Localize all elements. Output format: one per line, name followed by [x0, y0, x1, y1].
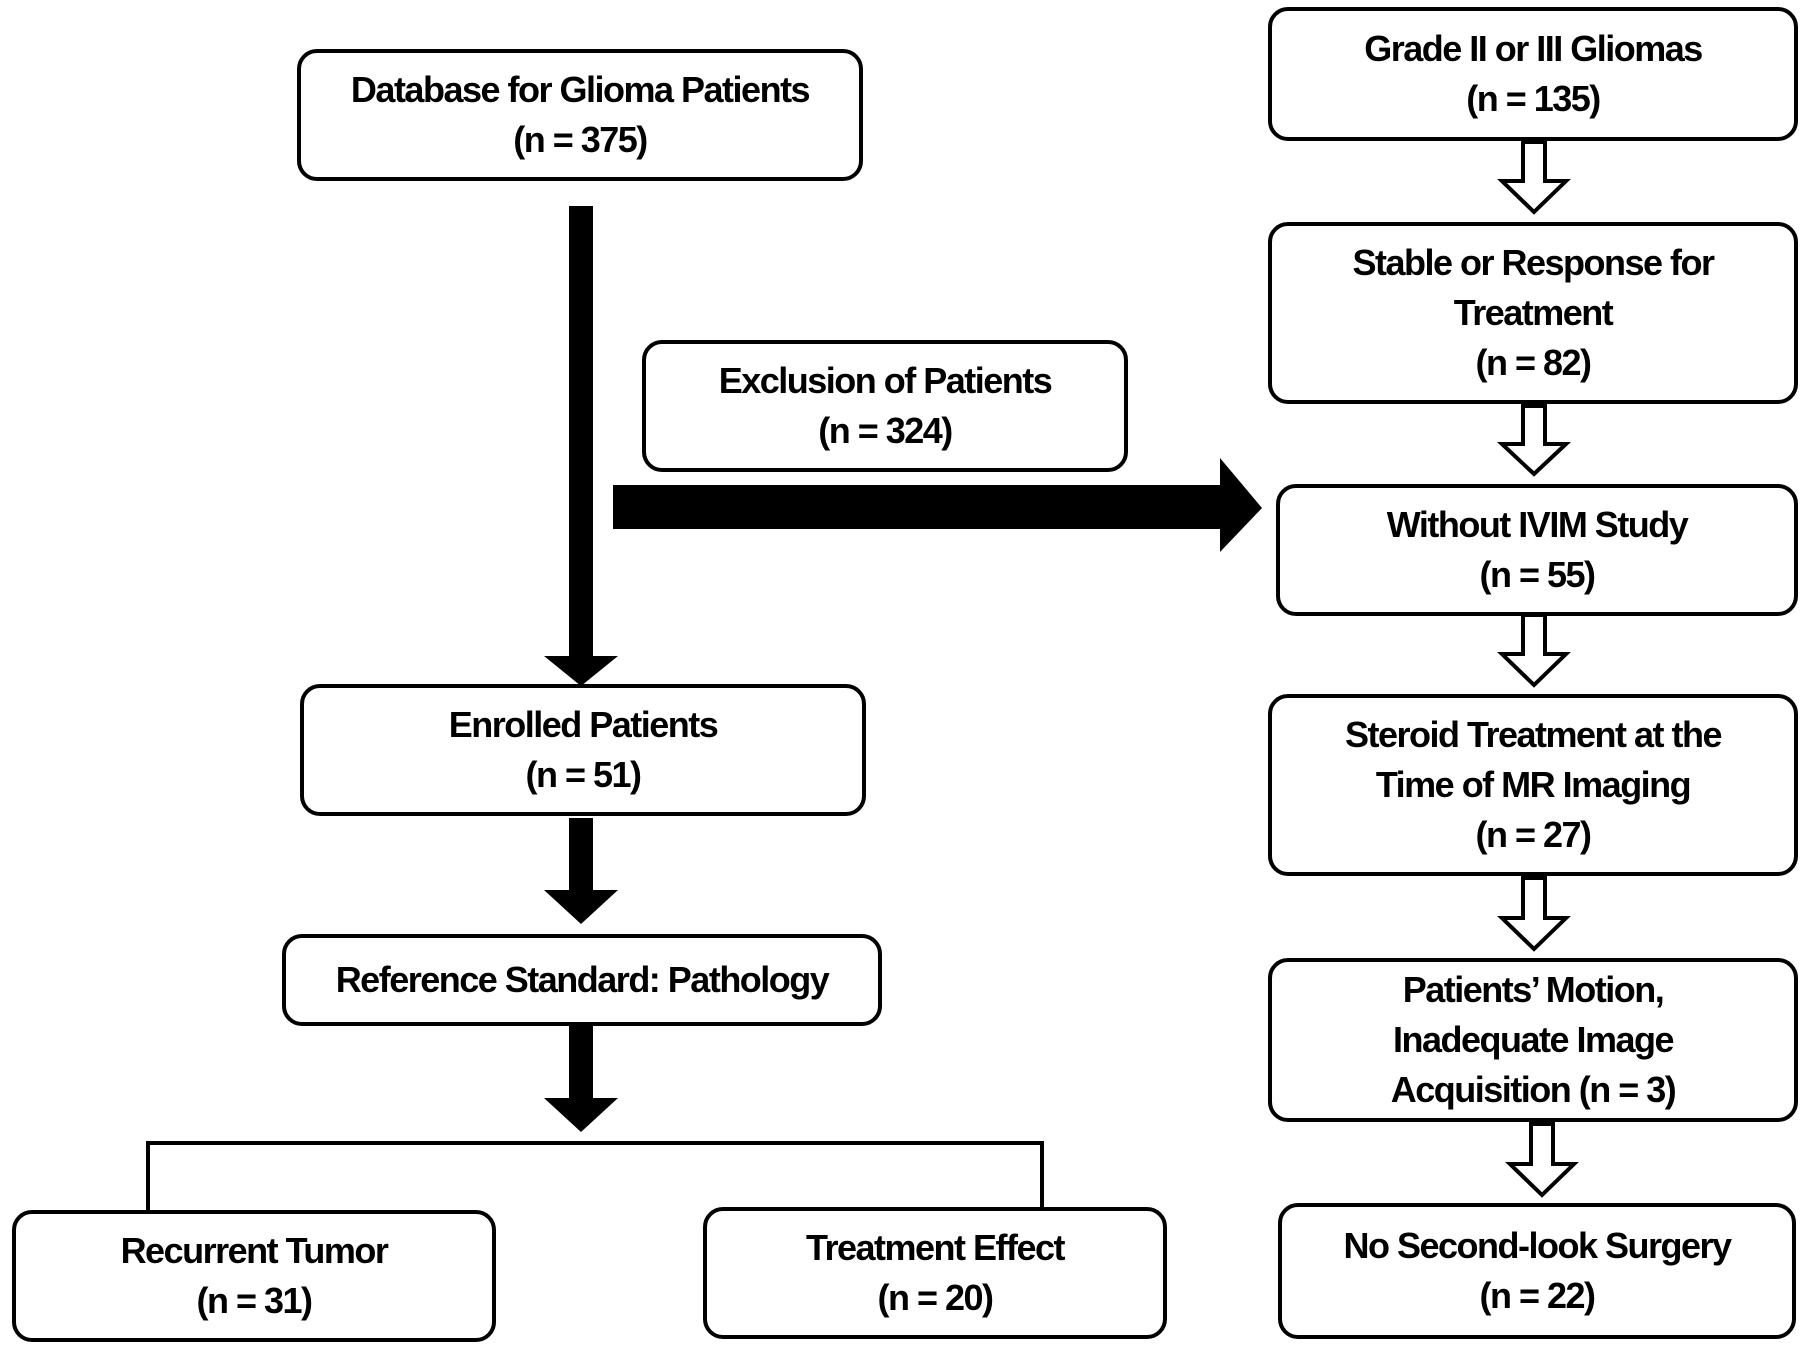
hollow-arrow-1	[1497, 140, 1571, 215]
recurrent-tumor-box: Recurrent Tumor (n = 31)	[12, 1210, 496, 1342]
treatment-effect-title: Treatment Effect	[805, 1227, 1066, 1268]
surgery-box: No Second-look Surgery (n = 22)	[1278, 1203, 1796, 1339]
motion-line2: Inadequate Image	[1392, 1019, 1675, 1060]
arrow-reference-to-split	[544, 1026, 618, 1132]
enrolled-count: (n = 51)	[525, 754, 642, 795]
stable-count: (n = 82)	[1475, 342, 1592, 383]
treatment-effect-box: Treatment Effect (n = 20)	[703, 1207, 1167, 1339]
steroid-count: (n = 27)	[1475, 814, 1592, 855]
stable-line1: Stable or Response for	[1352, 242, 1715, 283]
motion-box: Patients’ Motion, Inadequate Image Acqui…	[1268, 958, 1798, 1122]
arrow-enrolled-to-reference	[544, 818, 618, 924]
hollow-arrow-2	[1496, 404, 1572, 477]
grade-count: (n = 135)	[1466, 78, 1601, 119]
hollow-arrow-4	[1497, 876, 1571, 952]
database-title: Database for Glioma Patients	[350, 69, 811, 110]
grade-box: Grade II or III Gliomas (n = 135)	[1268, 7, 1798, 141]
exclusion-count: (n = 324)	[818, 410, 953, 451]
arrow-exclusion	[613, 458, 1262, 552]
recurrent-title: Recurrent Tumor	[120, 1230, 389, 1271]
enrolled-box: Enrolled Patients (n = 51)	[300, 684, 866, 816]
steroid-box: Steroid Treatment at the Time of MR Imag…	[1268, 694, 1798, 876]
hollow-arrow-5	[1505, 1122, 1579, 1198]
steroid-line1: Steroid Treatment at the	[1344, 714, 1723, 755]
motion-line1: Patients’ Motion,	[1402, 969, 1665, 1010]
grade-title: Grade II or III Gliomas	[1364, 28, 1703, 69]
exclusion-box: Exclusion of Patients (n = 324)	[642, 340, 1128, 472]
ivim-box: Without IVIM Study (n = 55)	[1276, 484, 1798, 616]
recurrent-count: (n = 31)	[196, 1280, 313, 1321]
surgery-title: No Second-look Surgery	[1343, 1225, 1732, 1266]
surgery-count: (n = 22)	[1479, 1275, 1596, 1316]
motion-line3: Acquisition (n = 3)	[1390, 1069, 1677, 1110]
split-bracket	[146, 1141, 1044, 1212]
database-count: (n = 375)	[513, 119, 648, 160]
stable-line2: Treatment	[1453, 292, 1614, 333]
reference-box: Reference Standard: Pathology	[282, 934, 882, 1026]
enrolled-title: Enrolled Patients	[448, 704, 719, 745]
stable-box: Stable or Response for Treatment (n = 82…	[1268, 222, 1798, 404]
steroid-line2: Time of MR Imaging	[1375, 764, 1692, 805]
ivim-title: Without IVIM Study	[1386, 504, 1689, 545]
ivim-count: (n = 55)	[1479, 554, 1596, 595]
treatment-effect-count: (n = 20)	[877, 1277, 994, 1318]
arrow-database-to-enrolled	[544, 206, 618, 686]
reference-title: Reference Standard: Pathology	[335, 959, 830, 1000]
database-box: Database for Glioma Patients (n = 375)	[297, 49, 863, 181]
exclusion-title: Exclusion of Patients	[718, 360, 1053, 401]
hollow-arrow-3	[1497, 613, 1571, 688]
